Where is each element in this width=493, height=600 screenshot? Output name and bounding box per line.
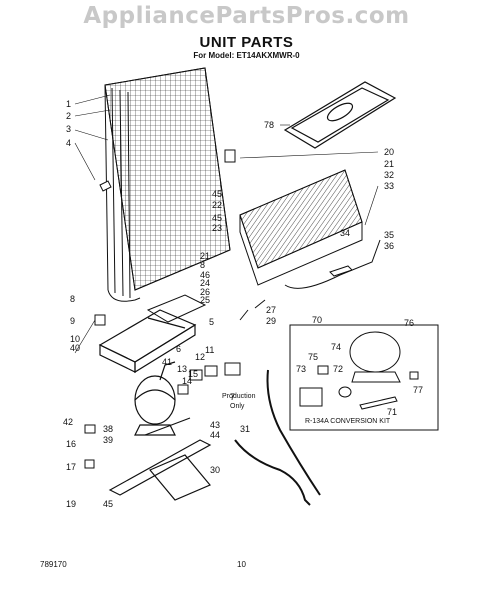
callout-3: 3 <box>66 124 71 134</box>
callout-40: 40 <box>70 343 80 353</box>
conversion-kit-box <box>289 324 439 431</box>
callout-71: 71 <box>387 407 397 417</box>
callout-30: 30 <box>210 465 220 475</box>
callout-45c: 45 <box>103 499 113 509</box>
callout-21a: 21 <box>384 159 394 169</box>
evaporator-coil <box>104 67 231 302</box>
callout-8b: 8 <box>70 294 75 304</box>
callout-22: 22 <box>212 200 222 210</box>
callout-76: 76 <box>404 318 414 328</box>
callout-17: 17 <box>66 462 76 472</box>
callout-12: 12 <box>195 352 205 362</box>
defrost-tray <box>146 294 207 323</box>
callout-14: 14 <box>182 376 192 386</box>
compressor <box>134 361 176 436</box>
callout-6: 6 <box>176 344 181 354</box>
base-frame <box>108 417 212 501</box>
callout-labels: 1 2 3 4 5 6 7 8 8 9 10 11 12 13 14 15 16… <box>63 99 423 509</box>
production-note: Production Only <box>222 393 256 410</box>
callout-29: 29 <box>266 316 276 326</box>
callout-25: 25 <box>200 295 210 305</box>
callout-46: 46 <box>200 270 210 280</box>
callout-8a: 8 <box>200 260 205 270</box>
callout-74: 74 <box>331 342 341 352</box>
callout-32: 32 <box>384 170 394 180</box>
model-subtitle: For Model: ET14AKXMWR-0 <box>193 51 300 60</box>
production-note-line-1: Production <box>222 393 256 400</box>
callout-19: 19 <box>66 499 76 509</box>
callout-27: 27 <box>266 305 276 315</box>
callout-35: 35 <box>384 230 394 240</box>
callout-70: 70 <box>312 315 322 325</box>
top-tray-part <box>283 81 397 149</box>
hardware <box>84 149 266 469</box>
callout-45a: 45 <box>212 189 222 199</box>
callout-26: 26 <box>200 287 210 297</box>
callout-31: 31 <box>240 424 250 434</box>
drain-pan <box>98 309 197 374</box>
footer-code: 789170 <box>40 560 67 569</box>
callout-45b: 45 <box>212 213 222 223</box>
tubing <box>234 369 321 506</box>
callout-9: 9 <box>70 316 75 326</box>
callout-43: 43 <box>210 420 220 430</box>
callout-78: 78 <box>264 120 274 130</box>
condenser-coil <box>239 169 381 289</box>
callout-1: 1 <box>66 99 71 109</box>
callout-33: 33 <box>384 181 394 191</box>
callout-41: 41 <box>162 357 172 367</box>
relay-parts <box>177 362 241 395</box>
callout-7: 7 <box>230 392 235 402</box>
callout-73: 73 <box>296 364 306 374</box>
callout-38: 38 <box>103 424 113 434</box>
callout-72: 72 <box>333 364 343 374</box>
callout-2: 2 <box>66 111 71 121</box>
callout-15: 15 <box>188 369 198 379</box>
callout-10: 10 <box>70 334 80 344</box>
callout-13: 13 <box>177 364 187 374</box>
leader-lines <box>74 94 379 354</box>
page-title: UNIT PARTS <box>199 34 294 51</box>
callout-4: 4 <box>66 138 71 148</box>
page-number: 10 <box>237 560 246 569</box>
callout-39: 39 <box>103 435 113 445</box>
callout-24: 24 <box>200 278 210 288</box>
callout-75: 75 <box>308 352 318 362</box>
callout-34: 34 <box>340 228 350 238</box>
callout-36: 36 <box>384 241 394 251</box>
callout-77: 77 <box>413 385 423 395</box>
watermark: AppliancePartsPros.com <box>83 3 410 29</box>
callout-5: 5 <box>209 317 214 327</box>
callout-21b: 21 <box>200 251 210 261</box>
conversion-kit-label: R-134A CONVERSION KIT <box>305 418 391 425</box>
callout-23: 23 <box>212 223 222 233</box>
callout-11: 11 <box>205 345 214 355</box>
callout-42: 42 <box>63 417 73 427</box>
callout-44: 44 <box>210 430 220 440</box>
production-note-line-2: Only <box>230 403 245 410</box>
callout-20: 20 <box>384 147 394 157</box>
callout-16: 16 <box>66 439 76 449</box>
